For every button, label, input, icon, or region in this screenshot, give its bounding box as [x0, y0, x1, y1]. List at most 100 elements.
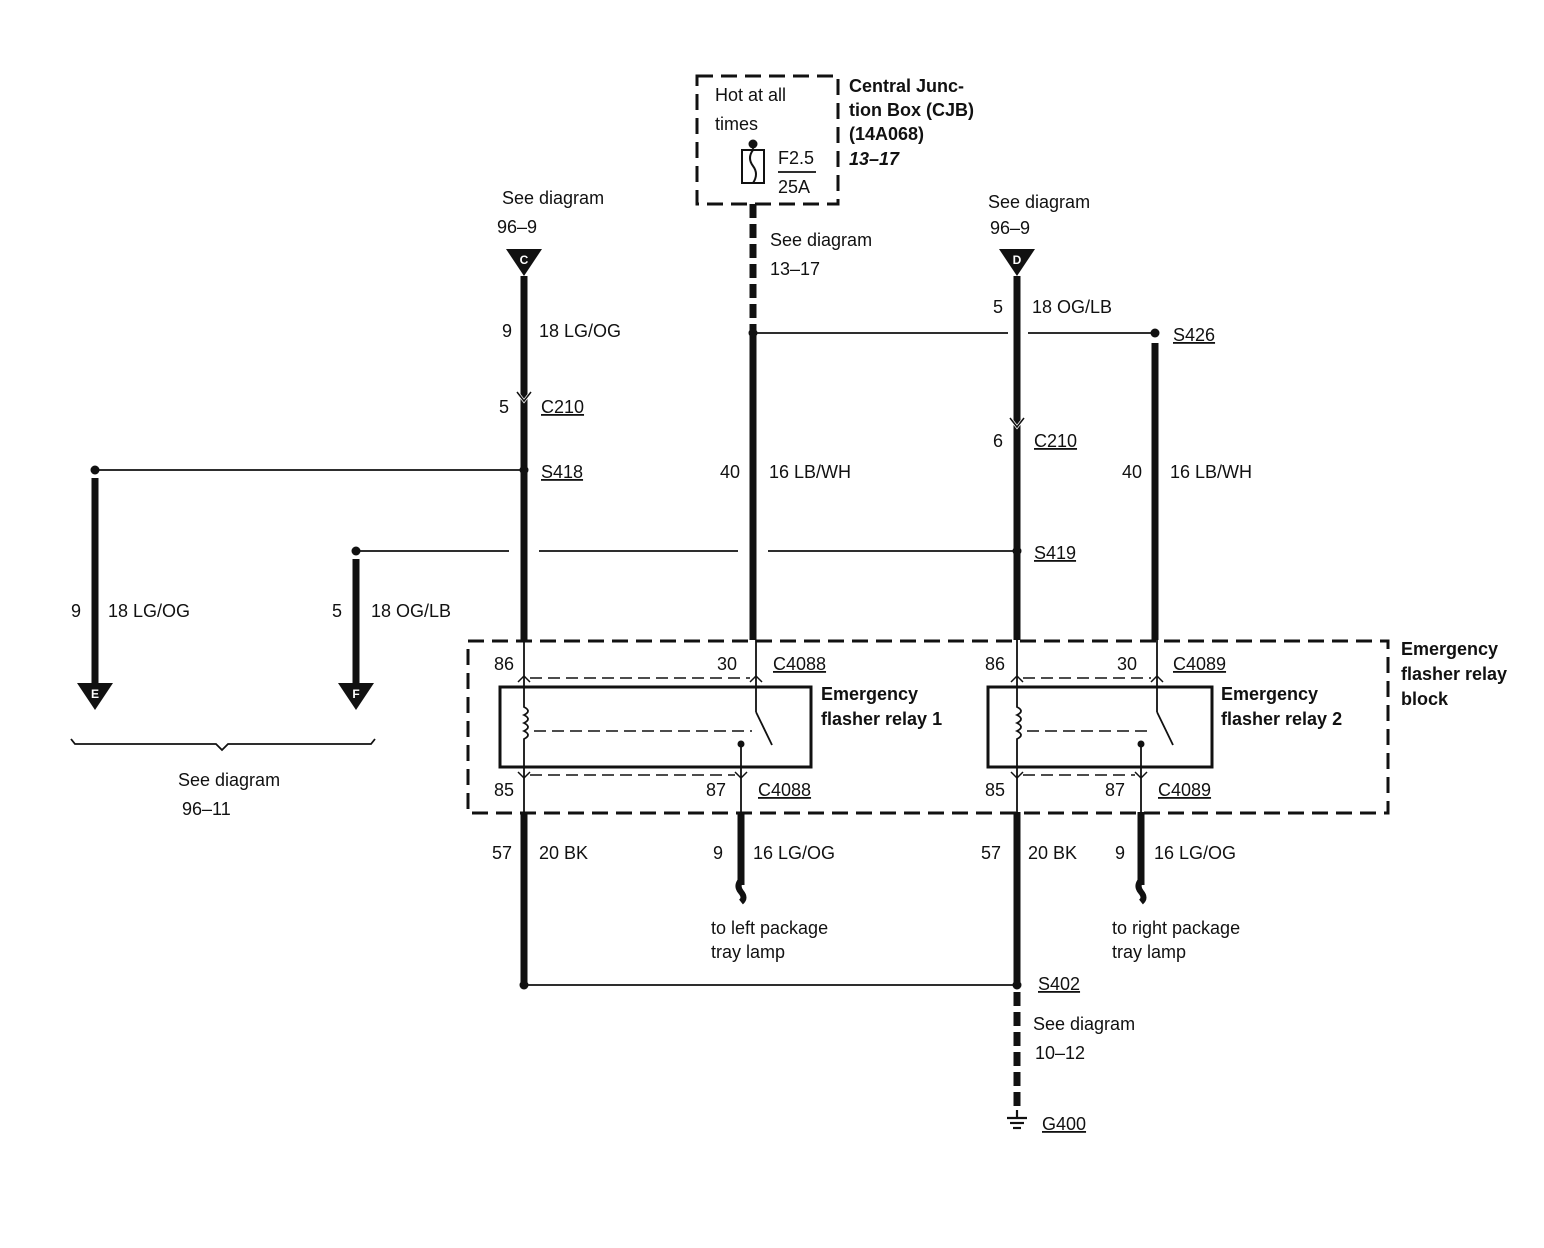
f-circuit: 5: [332, 601, 342, 621]
relay2-switch-icon: [1156, 711, 1174, 746]
right-lamp-line2: tray lamp: [1112, 942, 1186, 962]
d-upper-circuit: 5: [993, 297, 1003, 317]
right-circuit: 40: [1122, 462, 1142, 482]
ground-icon: [1007, 1110, 1027, 1130]
center-feed-wire: See diagram 13–17 40 16 LB/WH: [720, 204, 872, 640]
fuse-id: F2.5: [778, 148, 814, 168]
relay-block-title-line2: flasher relay: [1401, 664, 1507, 684]
relay2-pin-86: 86: [985, 654, 1005, 674]
l-gauge: 20 BK: [539, 843, 588, 863]
relay2-pin-87: 87: [1105, 780, 1125, 800]
relay1-pin-85: 85: [494, 780, 514, 800]
splice-s419: S419: [1034, 543, 1076, 563]
connector-c-icon: [506, 249, 542, 276]
ground-see-ref: 10–12: [1035, 1043, 1085, 1063]
l-circuit: 57: [492, 843, 512, 863]
d-see-ref: 96–9: [990, 218, 1030, 238]
fuse-element-icon: [749, 149, 757, 184]
relay2-conn-bottom: C4089: [1158, 780, 1211, 800]
l87-gauge: 16 LG/OG: [753, 843, 835, 863]
right-lamp-line1: to right package: [1112, 918, 1240, 938]
cjb-title-line2: tion Box (CJB): [849, 100, 974, 120]
splice-s426: S426: [1173, 325, 1215, 345]
left-lamp-break-icon: [735, 878, 747, 905]
relay1-pin-30: 30: [717, 654, 737, 674]
relay-2: 86 30 C4089 Emergency flasher relay 2 85…: [985, 640, 1342, 812]
relay2-pin-85: 85: [985, 780, 1005, 800]
relay1-housing: [498, 685, 813, 769]
left-lamp-line1: to left package: [711, 918, 828, 938]
relay2-name-line1: Emergency: [1221, 684, 1318, 704]
connector-f-icon: [338, 683, 374, 710]
relay1-pin-87: 87: [706, 780, 726, 800]
c210-right-connector-icon: [1009, 417, 1025, 429]
mid-gauge: 16 LB/WH: [769, 462, 851, 482]
cjb-see-label: See diagram: [770, 230, 872, 250]
connector-c-letter: C: [520, 253, 529, 267]
fuse-rating: 25A: [778, 177, 810, 197]
lower-wiring: 57 20 BK 9 16 LG/OG to left package tray…: [492, 812, 1240, 1134]
relay1-pin-86: 86: [494, 654, 514, 674]
cjb-title-line1: Central Junc-: [849, 76, 964, 96]
right-lamp-break-icon: [1135, 878, 1147, 905]
connector-f-letter: F: [352, 687, 359, 701]
r87-circuit: 9: [1115, 843, 1125, 863]
splice-s402: S402: [1038, 974, 1080, 994]
c-see-label: See diagram: [502, 188, 604, 208]
connector-d-icon: [999, 249, 1035, 276]
relay2-name-line2: flasher relay 2: [1221, 709, 1342, 729]
relay1-conn-top: C4088: [773, 654, 826, 674]
l87-circuit: 9: [713, 843, 723, 863]
bottom-see-ref: 96–11: [182, 799, 231, 819]
left-lamp-line2: tray lamp: [711, 942, 785, 962]
connector-c-column: See diagram 96–9 C 9 18 LG/OG 5 C210 S41…: [497, 188, 621, 640]
f-gauge: 18 OG/LB: [371, 601, 451, 621]
r87-gauge: 16 LG/OG: [1154, 843, 1236, 863]
c-upper-gauge: 18 LG/OG: [539, 321, 621, 341]
cjb-outline: [695, 74, 840, 206]
relay-block-title-line1: Emergency: [1401, 639, 1498, 659]
connector-d-column: See diagram 96–9 D 5 18 OG/LB 6 C210 S41…: [988, 192, 1112, 640]
relay2-conn-top: C4089: [1173, 654, 1226, 674]
r-circuit: 57: [981, 843, 1001, 863]
d-see-label: See diagram: [988, 192, 1090, 212]
relay2-housing: [986, 685, 1214, 769]
right-gauge: 16 LB/WH: [1170, 462, 1252, 482]
c210-left-pin: 5: [499, 397, 509, 417]
relay1-name-line2: flasher relay 1: [821, 709, 942, 729]
e-circuit: 9: [71, 601, 81, 621]
relay1-conn-bottom: C4088: [758, 780, 811, 800]
cjb-title-line3: (14A068): [849, 124, 924, 144]
relay-block-title-line3: block: [1401, 689, 1449, 709]
relay1-name-line1: Emergency: [821, 684, 918, 704]
connector-e-icon: [77, 683, 113, 710]
e-gauge: 18 LG/OG: [108, 601, 190, 621]
s426-dot: [1150, 328, 1160, 338]
c210-left-connector-icon: [516, 391, 532, 403]
bottom-see-label: See diagram: [178, 770, 280, 790]
ground-g400: G400: [1042, 1114, 1086, 1134]
splice-s418: S418: [541, 462, 583, 482]
brace: [70, 738, 376, 752]
c210-left-name: C210: [541, 397, 584, 417]
connector-d-letter: D: [1013, 253, 1022, 267]
hot-at-all-times-line1: Hot at all: [715, 85, 786, 105]
relay2-pin-30: 30: [1117, 654, 1137, 674]
relay-block-outline: [466, 639, 1390, 815]
cjb-page-ref: 13–17: [849, 149, 900, 169]
relay2-coil-icon: [1014, 687, 1022, 767]
r-gauge: 20 BK: [1028, 843, 1077, 863]
d-upper-gauge: 18 OG/LB: [1032, 297, 1112, 317]
connector-e-letter: E: [91, 687, 99, 701]
c210-right-pin: 6: [993, 431, 1003, 451]
relay1-switch-icon: [755, 711, 773, 746]
relay-1: 86 30 C4088 Emergency flasher relay 1 85…: [494, 640, 942, 812]
mid-circuit: 40: [720, 462, 740, 482]
c-see-ref: 96–9: [497, 217, 537, 237]
c-upper-circuit: 9: [502, 321, 512, 341]
cjb-see-ref: 13–17: [770, 259, 820, 279]
relay1-coil-icon: [521, 687, 529, 767]
ground-see-label: See diagram: [1033, 1014, 1135, 1034]
c210-right-name: C210: [1034, 431, 1077, 451]
